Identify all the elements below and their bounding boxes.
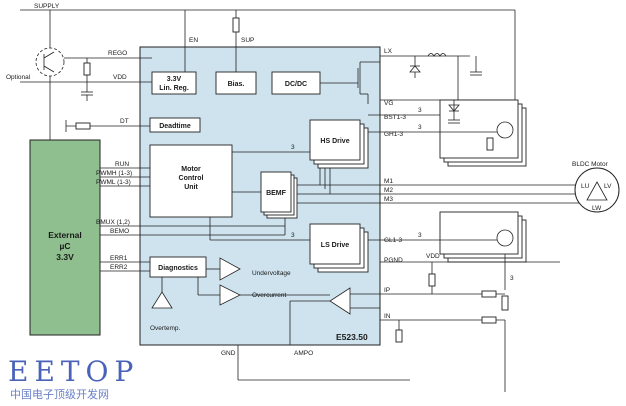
part-number-label: E523.50 (336, 332, 368, 342)
lin-reg-label-1: 3.3V (167, 76, 182, 83)
hs-drive-label: HS Drive (320, 138, 349, 145)
high-side-mosfet (496, 121, 514, 139)
diagnostics-block (149, 256, 207, 278)
bldc-motor-label: BLDC Motor (572, 161, 609, 168)
motor-lu: LU (581, 183, 590, 190)
lx-inductor (427, 53, 447, 57)
gnd-label: GND (221, 350, 236, 357)
vdd-label: VDD (113, 74, 127, 81)
ls-drive-label: LS Drive (321, 242, 350, 249)
vdd-ext-label: VDD (426, 253, 440, 260)
motor-windings (586, 181, 608, 201)
shunt-bus-width: 3 (510, 275, 514, 282)
overtemp-sensor (151, 291, 173, 309)
pwmh-label: PWMH (1-3) (96, 170, 132, 177)
vg-label: VG (384, 100, 393, 107)
bemo-label: BEMO (110, 228, 129, 235)
deadtime-block (149, 117, 201, 133)
bmux-label: BMUX (1,2) (96, 219, 130, 226)
optional-label: Optional (6, 74, 31, 81)
en-label: EN (189, 37, 198, 44)
in-resistor (481, 316, 497, 324)
bias-label: Bias. (228, 81, 245, 88)
err2-label: ERR2 (110, 264, 128, 271)
watermark-logo: EETOP (8, 355, 139, 388)
run-label: RUN (115, 161, 129, 168)
optional-transistor (35, 47, 65, 77)
ls-bus-width: 3 (291, 232, 295, 239)
motor-control-label-3: Unit (184, 184, 198, 191)
gh-bus-width: 3 (418, 124, 422, 131)
rego-label: REGO (108, 50, 127, 57)
pgnd-label: PGND (384, 257, 403, 264)
ip-resistor (481, 290, 497, 298)
undervoltage-label: Undervoltage (252, 270, 291, 277)
lin-reg-label-2: Lin. Reg. (159, 85, 189, 92)
ampo-label: AMPO (294, 350, 313, 357)
pwml-label: PWML (1-3) (96, 179, 131, 186)
m1-label: M1 (384, 178, 393, 185)
bldc-motor (574, 167, 620, 213)
lx-label: LX (384, 48, 393, 55)
in-ground-resistor (395, 329, 403, 343)
current-sense-amp (329, 287, 351, 315)
overcurrent-label: Overcurrent (252, 292, 287, 299)
m2-label: M2 (384, 187, 393, 194)
sup-resistor (232, 17, 240, 33)
ip-label: IP (384, 287, 390, 294)
deadtime-label: Deadtime (159, 123, 191, 130)
shunt-resistor (501, 295, 509, 311)
dt-label: DT (120, 118, 129, 125)
hs-bus-width: 3 (291, 144, 295, 151)
lin-reg-block (151, 71, 197, 95)
vdd-pullup-resistor (428, 273, 436, 287)
motor-lv: LV (604, 183, 612, 190)
motor-control-block (149, 144, 233, 218)
motor-lw: LW (592, 205, 602, 212)
motor-control-label-1: Motor (181, 166, 201, 173)
overtemp-label: Overtemp. (150, 325, 181, 332)
diagnostics-label: Diagnostics (158, 265, 198, 272)
bst-bus-width: 3 (418, 107, 422, 114)
rego-resistor (83, 62, 91, 76)
external-uc-label-2: µC (59, 241, 70, 251)
external-uc-label-1: External (48, 230, 82, 240)
watermark-subtitle: 中国电子顶级开发网 (10, 387, 109, 401)
gh-label: GH1-3 (384, 131, 404, 138)
err1-label: ERR1 (110, 255, 128, 262)
dcdc-label: DC/DC (285, 81, 307, 88)
hs-drive-block (309, 119, 361, 161)
m3-label: M3 (384, 196, 393, 203)
external-uc-label-3: 3.3V (56, 252, 74, 262)
dt-resistor (75, 122, 91, 130)
gl-label: GL1-3 (384, 237, 402, 244)
external-uc-box (29, 139, 101, 336)
low-side-mosfet (496, 229, 514, 247)
in-label: IN (384, 313, 391, 320)
gl-bus-width: 3 (418, 232, 422, 239)
bst-label: BST1-3 (384, 114, 406, 121)
ls-drive-block (309, 223, 361, 265)
sup-label: SUP (241, 37, 254, 44)
lx-diode (409, 65, 421, 73)
motor-control-label-2: Control (179, 175, 204, 182)
bemf-label: BEMF (266, 190, 287, 197)
supply-label: SUPPLY (34, 3, 60, 10)
